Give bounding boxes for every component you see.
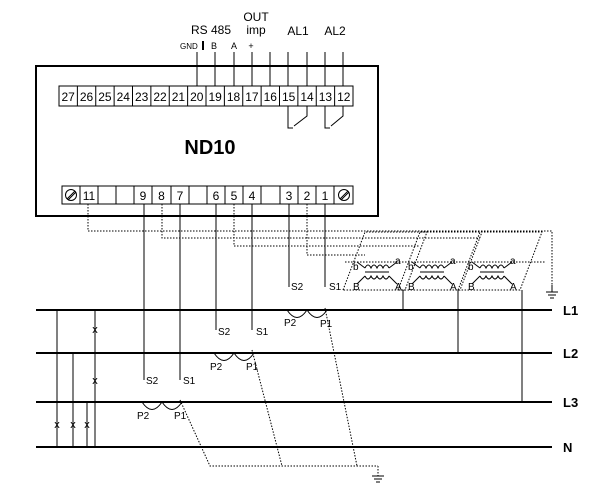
label-n: N [563, 440, 572, 455]
top-labels: RS 485 GND B A OUT imp + AL1 AL2 [180, 10, 346, 86]
ct2-p2: P2 [210, 362, 223, 373]
bottom-terminal-label: 4 [249, 189, 256, 203]
label-l3: L3 [563, 395, 578, 410]
ct2-s1: S1 [256, 327, 269, 338]
ct3-p2: P2 [137, 411, 150, 422]
ct1-s1: S1 [329, 282, 342, 293]
vt-terminal-label: a [395, 256, 401, 267]
vt-terminal-label: b [468, 262, 474, 273]
top-terminal-label: 19 [209, 90, 223, 104]
label-l1: L1 [563, 303, 578, 318]
bottom-terminal-label: 3 [286, 189, 293, 203]
top-terminal-label: 12 [337, 90, 351, 104]
bottom-terminal-label: 8 [158, 189, 165, 203]
top-terminal-label: 21 [172, 90, 186, 104]
device-title: ND10 [184, 137, 235, 159]
top-terminal-label: 27 [62, 90, 76, 104]
bottom-terminal-label: 7 [177, 189, 184, 203]
vt-terminal-label: b [408, 262, 414, 273]
relay-contacts [287, 106, 344, 129]
imp-label: imp [246, 23, 266, 37]
current-transformer-l1: S2 S1 P2 P1 [284, 282, 342, 330]
vt-terminal-label: A [510, 282, 517, 293]
top-terminal-label: 24 [117, 90, 131, 104]
al2-label: AL2 [324, 24, 346, 38]
vt-terminal-label: A [395, 282, 402, 293]
rs485-label: RS 485 [191, 23, 231, 37]
bottom-terminal-label: 6 [213, 189, 220, 203]
vt-primary-leads [402, 290, 523, 402]
ct2-s2: S2 [218, 327, 231, 338]
fuse-mark: x [92, 375, 98, 387]
vt-terminal-label: a [450, 256, 456, 267]
bottom-terminal-label: 9 [140, 189, 147, 203]
current-transformer-l3: S2 S1 P2 P1 [137, 376, 196, 422]
current-transformer-l2: S2 S1 P2 P1 [210, 327, 269, 373]
dotted-wiring [87, 204, 553, 476]
vt-terminal-label: B [408, 282, 415, 293]
vt-terminal-label: b [353, 262, 359, 273]
bottom-terminal-label: 2 [304, 189, 311, 203]
ct-wires [143, 204, 326, 380]
top-terminal-label: 25 [98, 90, 112, 104]
vt-terminal-label: a [510, 256, 516, 267]
fuse-mark: x [70, 419, 76, 431]
ct3-s1: S1 [183, 376, 196, 387]
top-terminal-label: 14 [300, 90, 314, 104]
plus-label: + [248, 41, 253, 51]
top-terminal-label: 18 [227, 90, 241, 104]
vt-terminal-label: B [353, 282, 360, 293]
ct1-p1: P1 [320, 319, 333, 330]
top-terminal-label: 17 [245, 90, 259, 104]
screw-right-icon [338, 189, 350, 201]
meter-body [35, 65, 379, 217]
top-terminal-strip: 27 26 25 24 23 22 21 20 19 18 17 16 15 14 13 12 [58, 85, 354, 107]
label-l2: L2 [563, 346, 578, 361]
out-label: OUT [243, 10, 269, 24]
gnd-label: GND [180, 42, 198, 51]
meter-housing: ND10 [35, 65, 379, 217]
screw-left-icon [65, 189, 77, 201]
voltage-transformer: b aB A [457, 231, 543, 293]
top-terminal-label: 16 [264, 90, 278, 104]
top-terminal-label: 13 [319, 90, 333, 104]
vt-terminal-label: B [468, 282, 475, 293]
ct3-s2: S2 [146, 376, 159, 387]
fuse-mark: x [84, 419, 90, 431]
ground-icon [546, 285, 558, 299]
top-terminal-label: 22 [153, 90, 167, 104]
top-terminal-label: 15 [282, 90, 296, 104]
ct1-p2: P2 [284, 318, 297, 329]
bottom-terminal-label: 5 [231, 189, 238, 203]
power-lines: L1 L2 L3 N [36, 303, 578, 455]
left-taps: x x x x x [54, 310, 98, 447]
fuse-mark: x [92, 324, 98, 336]
fuse-mark: x [54, 419, 60, 431]
a-label: A [231, 41, 237, 51]
ct2-p1: P1 [246, 362, 259, 373]
bottom-terminal-label: 11 [83, 189, 96, 203]
ct1-s2: S2 [291, 282, 304, 293]
al1-label: AL1 [287, 24, 309, 38]
top-terminal-label: 20 [190, 90, 204, 104]
ct3-p1: P1 [174, 411, 187, 422]
ground-icon [372, 475, 384, 483]
top-terminal-label: 26 [80, 90, 94, 104]
vt-terminal-label: A [450, 282, 457, 293]
bottom-terminal-label: 1 [322, 189, 329, 203]
b-label: B [211, 41, 217, 51]
top-terminal-label: 23 [135, 90, 149, 104]
